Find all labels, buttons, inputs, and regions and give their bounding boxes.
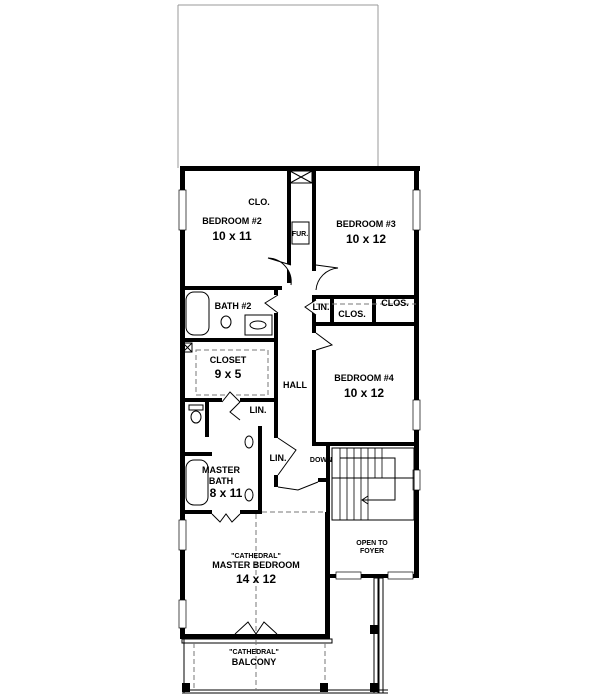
- closet-label: CLOSET: [210, 355, 247, 365]
- upper-outline: [177, 4, 379, 168]
- lin-bath-label: LIN.: [270, 453, 287, 463]
- hall-label: HALL: [283, 380, 307, 390]
- interior-walls: [182, 171, 417, 524]
- master-bedroom-label: MASTER BEDROOM: [212, 560, 300, 570]
- bedroom3-label: BEDROOM #3: [336, 219, 396, 229]
- bedroom2-label: BEDROOM #2: [202, 216, 262, 226]
- fur-label: FUR.: [292, 231, 308, 238]
- bath2-label: BATH #2: [215, 301, 252, 311]
- clo-label: CLO.: [248, 197, 270, 207]
- master-bath-label-1: MASTER: [202, 465, 241, 475]
- bedroom4-label: BEDROOM #4: [334, 373, 394, 383]
- bedroom3-size: 10 x 12: [346, 232, 386, 246]
- down-label: DOWN: [310, 457, 332, 464]
- clos-b4-label: CLOS.: [338, 309, 366, 319]
- clos-b3-label: CLOS.: [381, 298, 409, 308]
- foyer-label-2: FOYER: [360, 548, 384, 555]
- staircase[interactable]: [331, 447, 415, 521]
- doors[interactable]: [211, 257, 339, 635]
- balcony-label: BALCONY: [232, 657, 277, 667]
- lin-hall-label: LIN.: [313, 302, 330, 312]
- master-bedroom-note: "CATHEDRAL": [231, 553, 281, 560]
- bedroom4-size: 10 x 12: [344, 386, 384, 400]
- fixtures: [182, 170, 416, 634]
- master-bath-size: 8 x 11: [210, 486, 243, 500]
- balcony-structure: [181, 577, 388, 694]
- master-bedroom-size: 14 x 12: [236, 572, 276, 586]
- lin-closet-label: LIN.: [250, 405, 267, 415]
- exterior-walls: [178, 166, 421, 639]
- master-bath-label-2: BATH: [209, 476, 233, 486]
- closet-size: 9 x 5: [215, 367, 242, 381]
- bedroom2-size: 10 x 11: [212, 229, 252, 243]
- balcony-note: "CATHEDRAL": [229, 649, 279, 656]
- foyer-label-1: OPEN TO: [356, 540, 388, 547]
